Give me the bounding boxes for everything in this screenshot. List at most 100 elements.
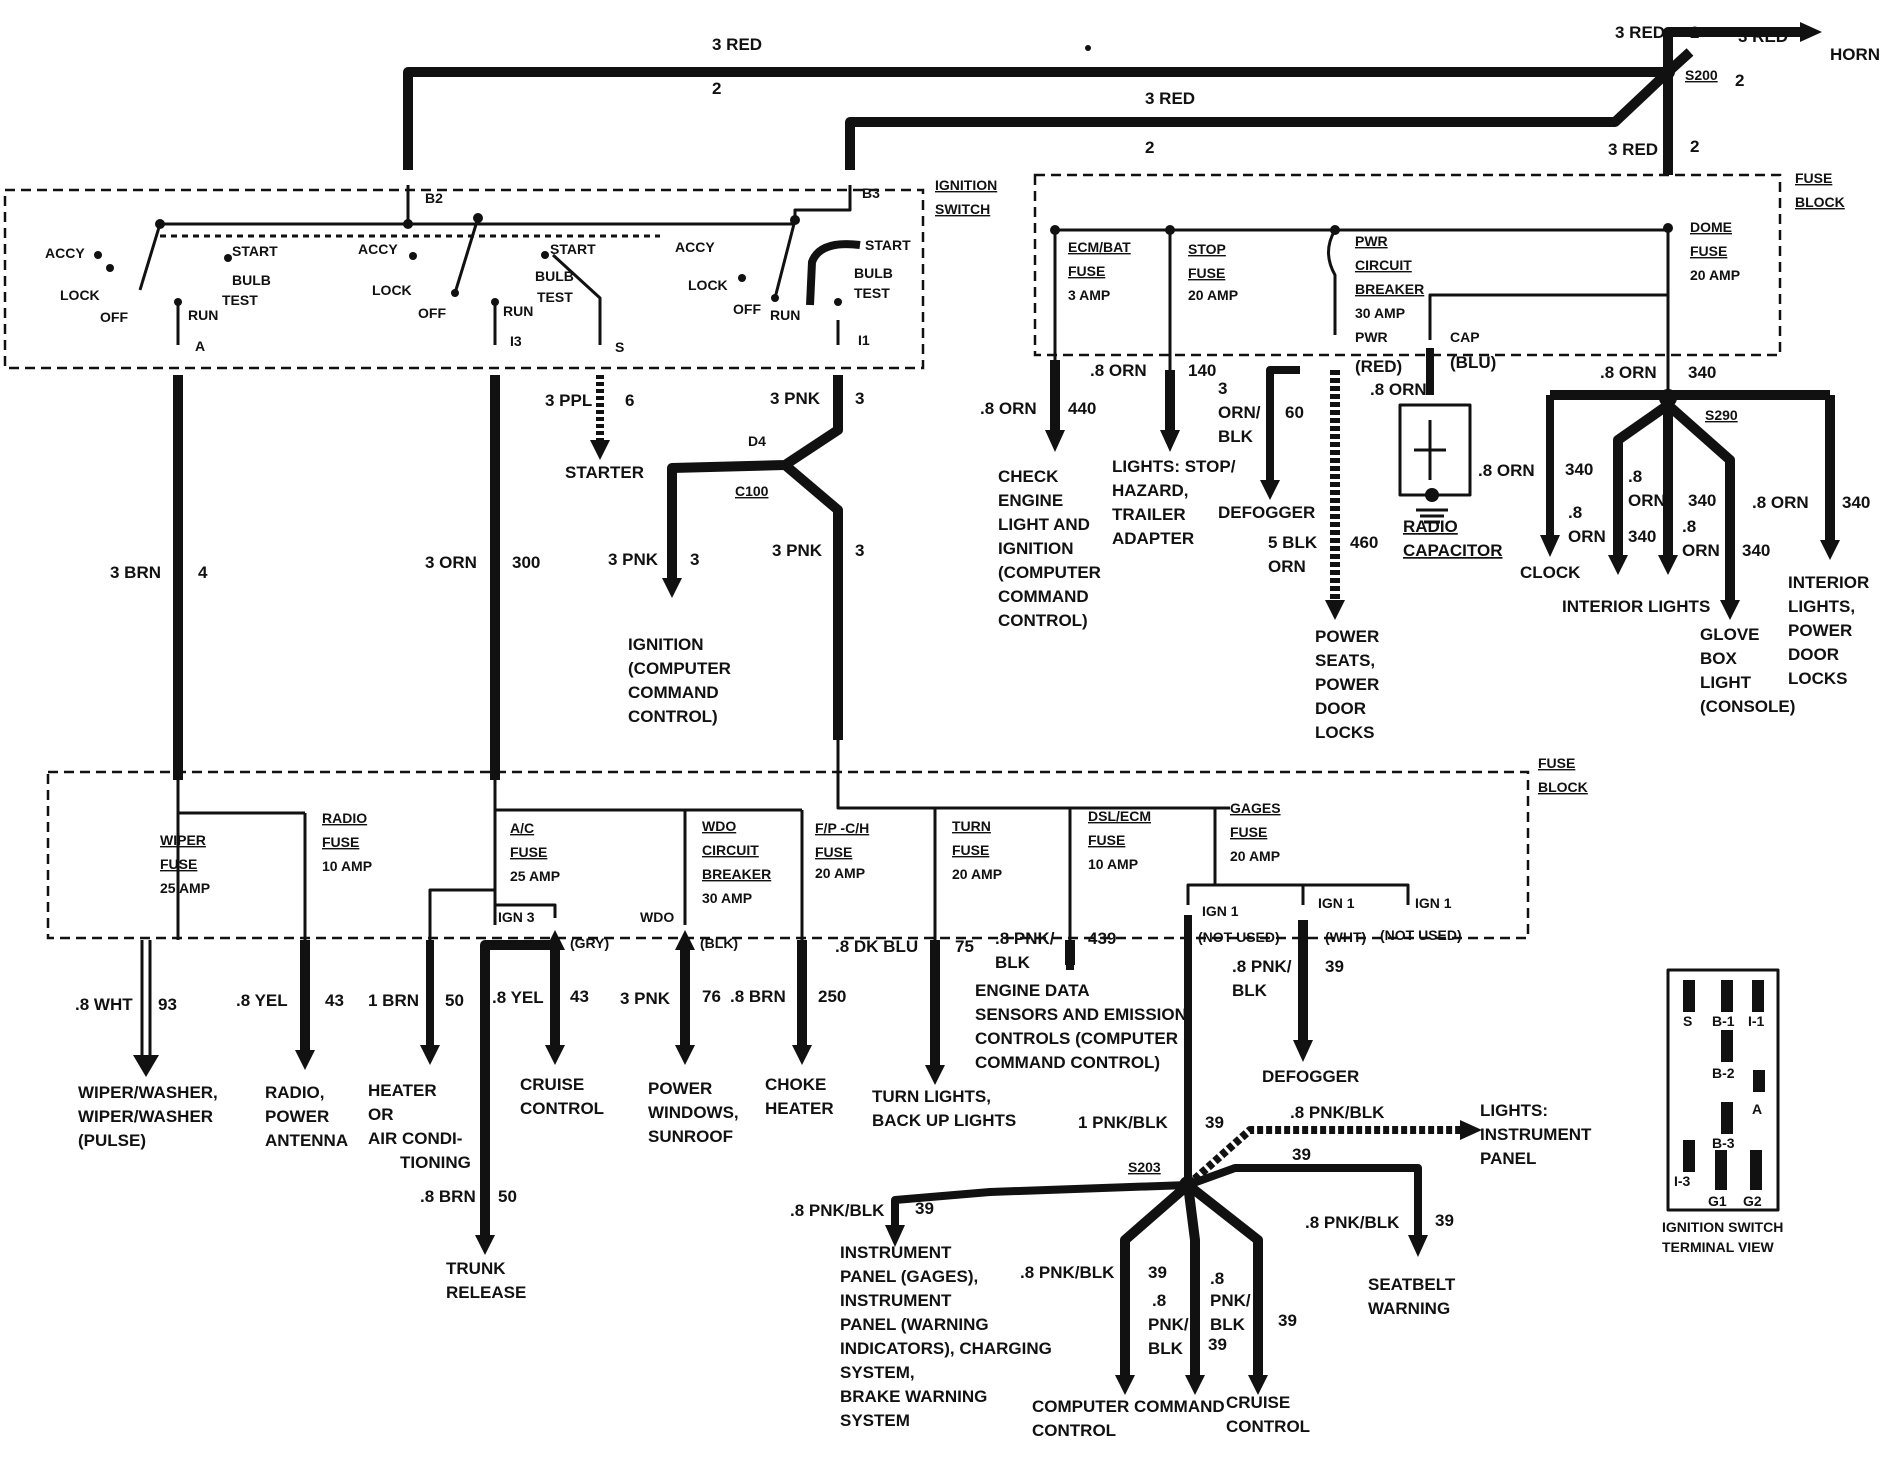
- label-blu: (BLU): [1450, 353, 1496, 372]
- label-radio-fuse: RADIO: [322, 810, 367, 826]
- label-ckt-76: 76: [702, 987, 721, 1006]
- label-8pnkblk-g-2: PNK/: [1210, 1291, 1251, 1310]
- label-not-used-2: (NOT USED): [1380, 927, 1462, 943]
- label-8orn-d: .8 ORN: [1478, 461, 1535, 480]
- label-interior-power-2: LIGHTS,: [1788, 597, 1855, 616]
- label-trunk-release: TRUNK: [446, 1259, 506, 1278]
- label-3red-top: 3 RED: [712, 35, 762, 54]
- label-8orn-a: .8 ORN: [980, 399, 1037, 418]
- label-blk: (BLK): [700, 935, 738, 951]
- label-tv-g2: G2: [1743, 1193, 1762, 1209]
- label-radio-amp: 10 AMP: [322, 858, 372, 874]
- label-ckt-50: 50: [445, 991, 464, 1010]
- label-instrument-panel-2: PANEL (GAGES),: [840, 1267, 978, 1286]
- label-ckt-43-b: 43: [570, 987, 589, 1006]
- label-s200: S200: [1685, 67, 1718, 83]
- label-8pnkblk-b: .8 PNK/: [1232, 957, 1292, 976]
- label-8pnkblk-a-2: BLK: [995, 953, 1031, 972]
- label-5blk-2: ORN: [1268, 557, 1306, 576]
- label-turn-lights: TURN LIGHTS,: [872, 1087, 991, 1106]
- label-glove-box: GLOVE: [1700, 625, 1760, 644]
- label-heater-ac-4: TIONING: [400, 1153, 471, 1172]
- lower-fuse-block-internals: [176, 740, 1410, 960]
- label-1pnkblk: 1 PNK/BLK: [1078, 1113, 1168, 1132]
- label-stop-fuse: STOP: [1188, 241, 1226, 257]
- label-ecm-bat-fuse: ECM/BAT: [1068, 239, 1131, 255]
- label-ckt-440: 440: [1068, 399, 1096, 418]
- label-8orn-int-2: ORN: [1628, 491, 1666, 510]
- label-start-3: START: [865, 237, 911, 253]
- label-run-1: RUN: [188, 307, 218, 323]
- label-turn-fuse-2: FUSE: [952, 842, 989, 858]
- label-8orn-glove: .8: [1682, 517, 1696, 536]
- label-ckt-39-b: 39: [1205, 1113, 1224, 1132]
- label-wiper-fuse-2: FUSE: [160, 856, 197, 872]
- label-3pnk-c: 3 PNK: [772, 541, 823, 560]
- label-tv-b3: B-3: [1712, 1135, 1735, 1151]
- label-pwr-breaker-2: CIRCUIT: [1355, 257, 1412, 273]
- label-tv-g1: G1: [1708, 1193, 1727, 1209]
- label-5blk: 5 BLK: [1268, 533, 1318, 552]
- label-radio-capacitor-2: CAPACITOR: [1403, 541, 1503, 560]
- label-fp-ch-fuse: F/P -C/H: [815, 820, 869, 836]
- label-check-engine-3: LIGHT AND: [998, 515, 1090, 534]
- label-defogger-a: DEFOGGER: [1218, 503, 1315, 522]
- label-ckt-300: 300: [512, 553, 540, 572]
- label-lights-stop: LIGHTS: STOP/: [1112, 457, 1236, 476]
- labels: 3 RED 2 3 RED 2 3 RED 2 3 RED HORN S200 …: [45, 23, 1880, 1440]
- label-radio-antenna: RADIO,: [265, 1083, 325, 1102]
- label-fp-ch-fuse-2: FUSE: [815, 844, 852, 860]
- label-clock: CLOCK: [1520, 563, 1581, 582]
- label-instrument-panel-5: INDICATORS), CHARGING: [840, 1339, 1052, 1358]
- label-dome-amp: 20 AMP: [1690, 267, 1740, 283]
- label-computer-command: COMPUTER COMMAND: [1032, 1397, 1225, 1416]
- label-ac-amp: 25 AMP: [510, 868, 560, 884]
- label-8pnkblk-f-3: BLK: [1148, 1339, 1184, 1358]
- label-lights-ip-3: PANEL: [1480, 1149, 1536, 1168]
- terminal-view: [1666, 968, 1780, 1212]
- label-tv-caption-2: TERMINAL VIEW: [1662, 1239, 1775, 1255]
- label-dsl-ecm-fuse: DSL/ECM: [1088, 808, 1151, 824]
- label-tv-i1: I-1: [1748, 1013, 1765, 1029]
- upper-fuse-block-internals: [1050, 223, 1673, 390]
- label-ignition: IGNITION: [628, 635, 704, 654]
- label-3red-down: 3 RED: [1608, 140, 1658, 159]
- label-interior-power-5: LOCKS: [1788, 669, 1848, 688]
- label-ecm-bat-fuse-2: FUSE: [1068, 263, 1105, 279]
- label-tv-b2: B-2: [1712, 1065, 1735, 1081]
- label-ckt-3-c: 3: [855, 541, 864, 560]
- label-stop-amp: 20 AMP: [1188, 287, 1238, 303]
- label-gages-fuse: GAGES: [1230, 800, 1281, 816]
- upper-circuits: [173, 348, 1840, 780]
- label-lights-stop-4: ADAPTER: [1112, 529, 1194, 548]
- label-ckt-6: 6: [625, 391, 634, 410]
- label-wiper-washer-2: WIPER/WASHER: [78, 1107, 213, 1126]
- label-lock-1: LOCK: [60, 287, 100, 303]
- label-cruise-control-a: CRUISE: [520, 1075, 584, 1094]
- label-8orn-glove-2: ORN: [1682, 541, 1720, 560]
- label-check-engine: CHECK: [998, 467, 1059, 486]
- upper-fuse-block-title-2: BLOCK: [1795, 194, 1845, 210]
- label-2-top: 2: [712, 79, 721, 98]
- label-ckt-3-b: 3: [690, 550, 699, 569]
- label-ign1-b: IGN 1: [1318, 895, 1355, 911]
- label-lights-stop-3: TRAILER: [1112, 505, 1186, 524]
- label-glove-box-4: (CONSOLE): [1700, 697, 1795, 716]
- label-8pnkblk-a: .8 PNK/: [995, 929, 1055, 948]
- label-engine-data-3: CONTROLS (COMPUTER: [975, 1029, 1178, 1048]
- label-power-seats-5: LOCKS: [1315, 723, 1375, 742]
- label-3brn: 3 BRN: [110, 563, 161, 582]
- label-2-right1: 2: [1690, 23, 1699, 42]
- label-ckt-340-f: 340: [1842, 493, 1870, 512]
- label-radio-antenna-3: ANTENNA: [265, 1131, 348, 1150]
- label-off-1: OFF: [100, 309, 128, 325]
- label-interior-power-3: POWER: [1788, 621, 1852, 640]
- ignition-switch-internals: [94, 185, 861, 345]
- label-radio-fuse-2: FUSE: [322, 834, 359, 850]
- label-ckt-60: 60: [1285, 403, 1304, 422]
- label-gry: (GRY): [570, 935, 609, 951]
- label-8orn-c: .8 ORN: [1370, 380, 1427, 399]
- label-wdo-connector: WDO: [640, 909, 674, 925]
- label-power-seats-2: SEATS,: [1315, 651, 1375, 670]
- label-wiper-amp: 25 AMP: [160, 880, 210, 896]
